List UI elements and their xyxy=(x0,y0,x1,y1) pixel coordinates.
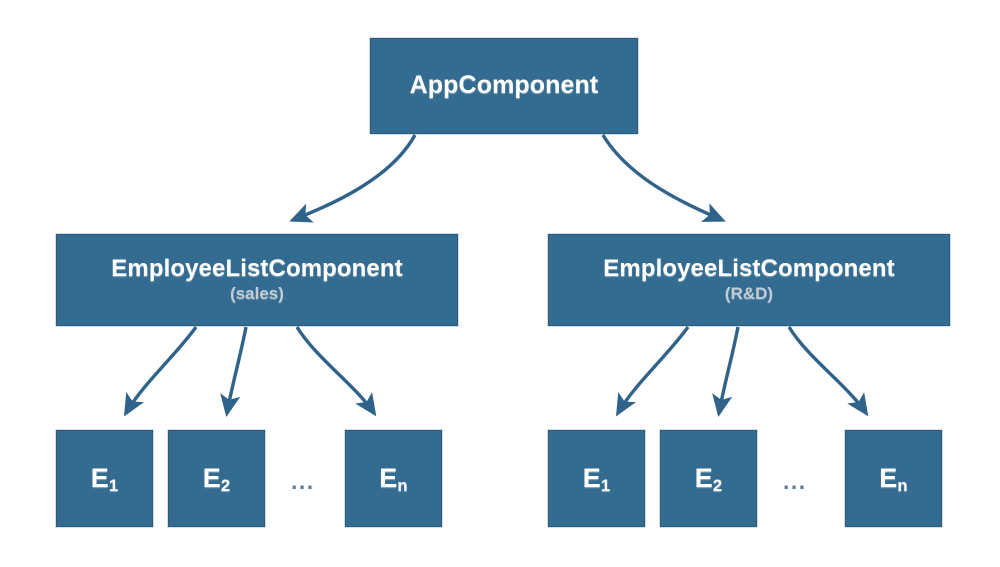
edge-sales-to-e2 xyxy=(220,326,248,418)
node-employee-sales-1-label: E1 xyxy=(90,462,119,496)
node-app-component-title: AppComponent xyxy=(409,71,599,100)
employee-letter: E xyxy=(582,462,601,493)
node-employee-rnd-n[interactable]: En xyxy=(845,430,942,527)
node-employee-list-component-rnd[interactable]: EmployeeListComponent (R&D) xyxy=(548,234,950,326)
edge-sales-to-en xyxy=(295,326,377,417)
node-employee-rnd-n-label: En xyxy=(879,462,908,496)
node-employee-sales-n-label: En xyxy=(379,462,408,496)
ellipsis-rnd: ... xyxy=(783,468,807,494)
node-employee-rnd-1[interactable]: E1 xyxy=(548,430,645,527)
node-employee-rnd-2[interactable]: E2 xyxy=(660,430,757,527)
edge-sales-to-e1 xyxy=(123,326,198,417)
edge-root-to-rnd xyxy=(601,134,726,222)
employee-letter: E xyxy=(879,462,898,493)
employee-letter: E xyxy=(202,462,221,493)
node-employee-list-component-rnd-subtitle: (R&D) xyxy=(724,284,774,304)
employee-index: n xyxy=(897,476,908,496)
edge-root-to-sales xyxy=(289,134,417,223)
node-employee-sales-2-label: E2 xyxy=(202,462,231,496)
edge-rnd-to-e2 xyxy=(712,326,740,418)
node-employee-sales-2[interactable]: E2 xyxy=(168,430,265,527)
node-employee-rnd-2-label: E2 xyxy=(694,462,723,496)
node-employee-list-component-sales[interactable]: EmployeeListComponent (sales) xyxy=(56,234,458,326)
employee-index: 2 xyxy=(712,476,723,496)
employee-letter: E xyxy=(379,462,398,493)
employee-letter: E xyxy=(694,462,713,493)
node-employee-list-component-sales-title: EmployeeListComponent xyxy=(111,254,403,282)
node-employee-sales-1[interactable]: E1 xyxy=(56,430,153,527)
node-app-component[interactable]: AppComponent xyxy=(370,38,638,134)
node-employee-sales-n[interactable]: En xyxy=(345,430,442,527)
node-employee-list-component-sales-subtitle: (sales) xyxy=(230,284,284,304)
ellipsis-sales: ... xyxy=(291,468,315,494)
employee-index: 1 xyxy=(600,476,611,496)
node-employee-rnd-1-label: E1 xyxy=(582,462,611,496)
employee-index: n xyxy=(397,476,408,496)
employee-index: 2 xyxy=(220,476,231,496)
employee-letter: E xyxy=(90,462,109,493)
edge-rnd-to-e1 xyxy=(615,326,690,417)
edge-rnd-to-en xyxy=(787,326,869,417)
node-employee-list-component-rnd-title: EmployeeListComponent xyxy=(603,254,895,282)
employee-index: 1 xyxy=(108,476,119,496)
